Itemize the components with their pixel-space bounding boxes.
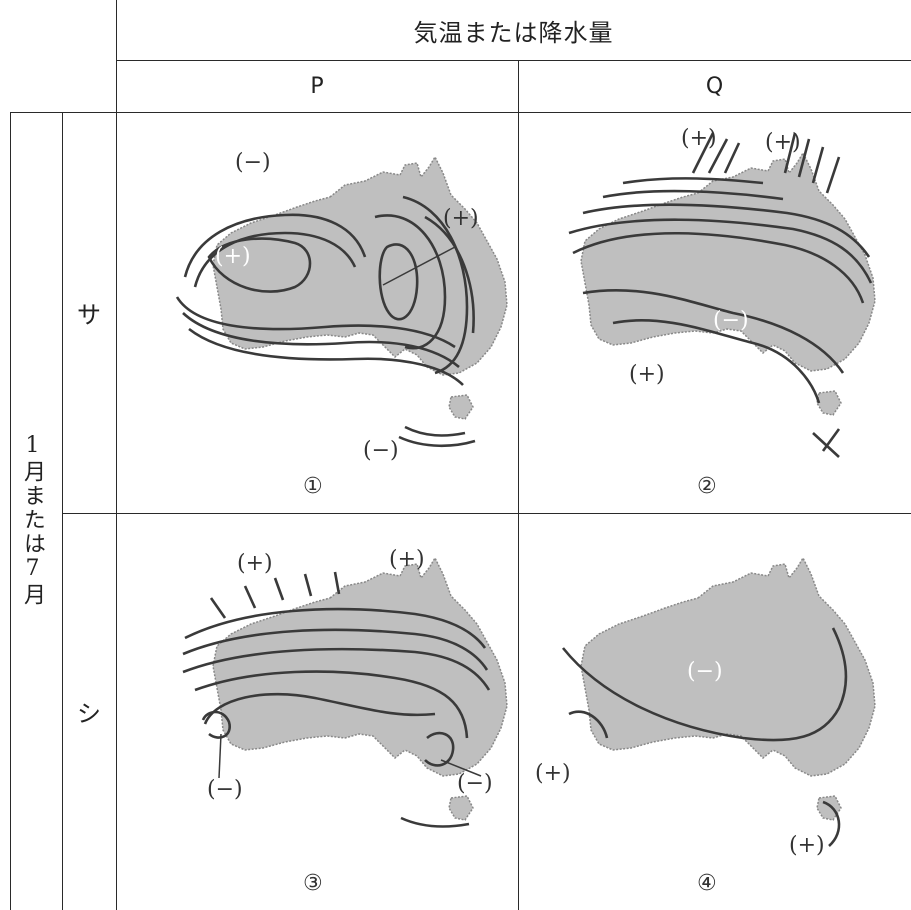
rows-group-label: 1月または7月 <box>20 433 45 607</box>
panel-4-label-w: (+) <box>535 761 571 786</box>
column-header-q: Q <box>705 74 724 99</box>
panel-3-number: ③ <box>303 871 323 896</box>
map-panel-2: (+) (+) (−) (+) ② <box>519 113 911 513</box>
panel-2-label-n1: (+) <box>681 126 717 151</box>
panel-3-label-se: (−) <box>457 771 493 796</box>
panel-1-label-ne: (+) <box>443 206 479 231</box>
panel-3-label-sw: (−) <box>207 777 243 802</box>
row-header-shi: シ <box>77 700 101 728</box>
panel-1-label-nw: (−) <box>235 150 271 175</box>
grid-line-row-label-divider <box>62 112 63 910</box>
panel-4-label-center: (−) <box>687 659 723 684</box>
grid-line-header-bottom <box>116 60 911 61</box>
panel-1-label-s: (−) <box>363 438 399 463</box>
map-panel-3: (+) (+) (−) (−) ③ <box>117 514 518 910</box>
panel-1-number: ① <box>303 474 323 499</box>
row-header-sa: サ <box>77 301 101 329</box>
map-panel-1: (−) (+) (+) (−) ① <box>117 113 518 513</box>
grid-line-top-left <box>116 0 117 910</box>
panel-2-label-sw: (+) <box>629 362 665 387</box>
grid-line-col-header-bottom <box>10 112 911 113</box>
panel-2-label-center: (−) <box>713 308 749 333</box>
panel-2-label-n2: (+) <box>765 130 801 155</box>
panel-4-label-se: (+) <box>789 833 825 858</box>
grid-line-left-outer <box>10 112 11 910</box>
column-header-p: P <box>310 74 324 99</box>
grid-line-row-divider <box>62 513 911 514</box>
grid-line-col-divider <box>518 60 519 910</box>
panel-3-label-n1: (+) <box>237 551 273 576</box>
map-panel-4: (−) (+) (+) ④ <box>519 514 911 910</box>
panel-3-label-n2: (+) <box>389 547 425 572</box>
panel-1-label-w: (+) <box>215 244 251 269</box>
panel-4-number: ④ <box>697 871 717 896</box>
header-title: 気温または降水量 <box>413 18 614 47</box>
panel-2-number: ② <box>697 474 717 499</box>
